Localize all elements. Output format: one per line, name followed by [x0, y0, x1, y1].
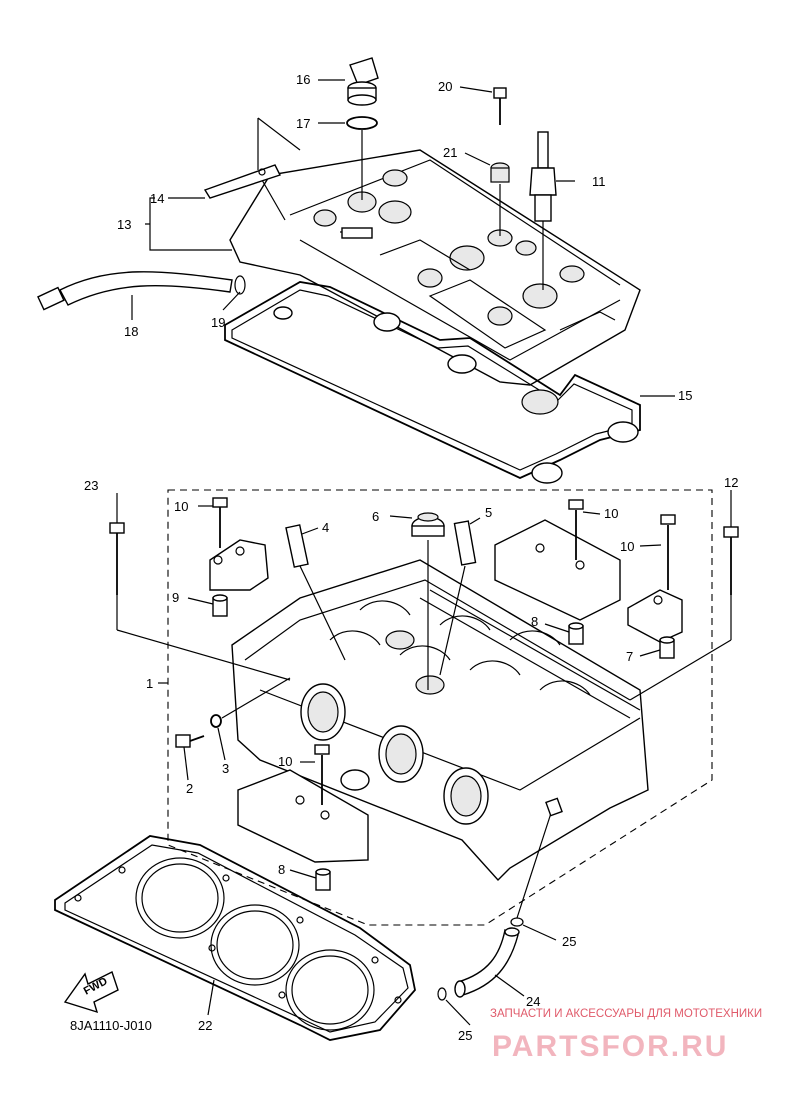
- watermark: ЗАПЧАСТИ И АКСЕССУАРЫ ДЛЯ МОТОТЕХНИКИ PA…: [490, 1008, 762, 1063]
- breather-hose: [37, 271, 233, 311]
- part-number-labels: 16 17 20 21 11 14 13 19 18 15 23 12 10 4…: [84, 72, 738, 1043]
- head-nipple: [545, 797, 563, 817]
- dowel-pin: [212, 594, 228, 617]
- long-bolt-12: [723, 526, 739, 595]
- label-7: 7: [626, 649, 633, 664]
- cam-cap-front: [237, 744, 369, 863]
- label-14: 14: [150, 191, 164, 206]
- label-1: 1: [146, 676, 153, 691]
- hose-clip: [234, 275, 246, 295]
- label-3: 3: [222, 761, 229, 776]
- label-6: 6: [372, 509, 379, 524]
- diagram-code: 8JA1110-J010: [70, 1018, 152, 1033]
- label-4: 4: [322, 520, 329, 535]
- label-22: 22: [198, 1018, 212, 1033]
- grommet: [490, 162, 510, 183]
- label-10c: 10: [620, 539, 634, 554]
- label-17: 17: [296, 116, 310, 131]
- oil-filler-cap: [347, 57, 379, 106]
- head-cover: [229, 149, 641, 386]
- leader-lines: [116, 79, 732, 1026]
- label-8b: 8: [278, 862, 285, 877]
- spark-plug: [529, 131, 557, 290]
- label-11: 11: [592, 174, 606, 189]
- head-cover-gasket: [224, 281, 641, 484]
- label-23: 23: [84, 478, 98, 493]
- label-9: 9: [172, 590, 179, 605]
- watermark-brand: PARTSFOR.RU: [492, 1030, 728, 1063]
- dowel-pin-8b: [315, 868, 331, 891]
- o-ring: [346, 116, 378, 130]
- plug-6: [411, 512, 445, 537]
- label-10a: 10: [174, 499, 188, 514]
- long-bolt-23: [109, 522, 125, 595]
- label-25a: 25: [562, 934, 576, 949]
- cover-bolt: [493, 87, 507, 125]
- label-2: 2: [186, 781, 193, 796]
- washer-3: [210, 714, 222, 728]
- cam-cap-left: [209, 497, 269, 591]
- label-25b: 25: [458, 1028, 472, 1043]
- label-20: 20: [438, 79, 452, 94]
- label-5: 5: [485, 505, 492, 520]
- label-10b: 10: [604, 506, 618, 521]
- cam-cap-right: [494, 499, 621, 621]
- clip-25a: [510, 917, 524, 927]
- head-gasket: [54, 835, 416, 1041]
- label-21: 21: [443, 145, 457, 160]
- label-8a: 8: [531, 614, 538, 629]
- label-18: 18: [124, 324, 138, 339]
- label-13: 13: [117, 217, 131, 232]
- label-16: 16: [296, 72, 310, 87]
- clip-25b: [437, 987, 447, 1001]
- label-12: 12: [724, 475, 738, 490]
- label-10d: 10: [278, 754, 292, 769]
- watermark-subtitle: ЗАПЧАСТИ И АКСЕССУАРЫ ДЛЯ МОТОТЕХНИКИ: [490, 1008, 762, 1020]
- guide-4: [285, 524, 309, 568]
- fwd-arrow-icon: FWD: [63, 971, 119, 1014]
- hose-24: [454, 927, 520, 998]
- dowel-pin-8a: [568, 622, 584, 645]
- bolt-2: [175, 734, 205, 748]
- breather-nipple: [341, 227, 373, 239]
- guide-5: [453, 520, 477, 566]
- label-15: 15: [678, 388, 692, 403]
- bracket: [203, 164, 281, 199]
- label-19: 19: [211, 315, 225, 330]
- dowel-pin-7: [659, 636, 675, 659]
- label-24: 24: [526, 994, 540, 1009]
- cam-cap-small: [627, 514, 683, 643]
